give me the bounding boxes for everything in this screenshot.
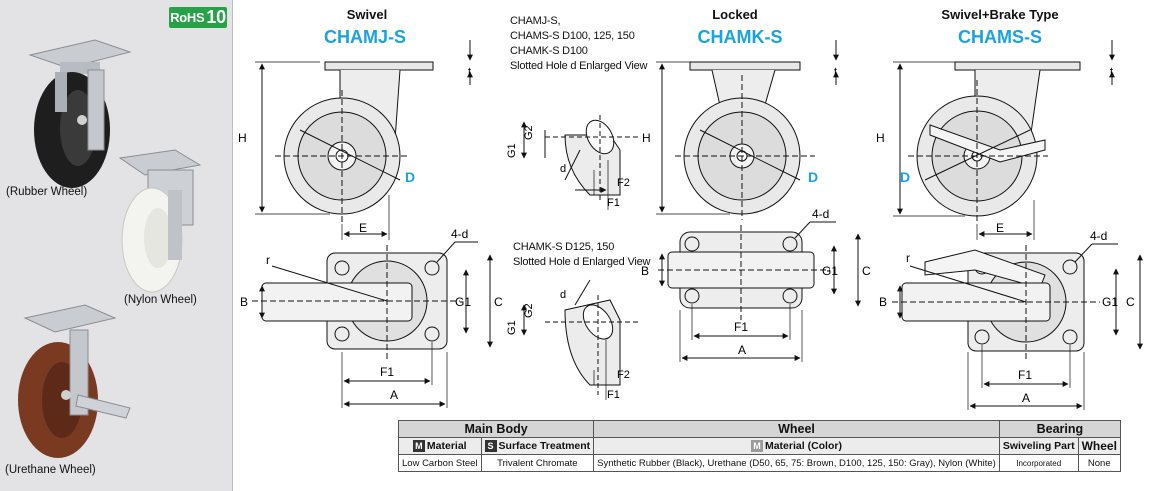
dim-g2-upper: G2 [523, 125, 535, 140]
swivel-model: CHAMJ-S [323, 27, 406, 47]
dim-h-locked: H [642, 131, 651, 145]
brake-side-view [893, 40, 1115, 240]
wheel-header: Wheel [593, 420, 1000, 438]
locked-heading: Locked [712, 7, 758, 22]
rohs-label: RoHS [170, 10, 205, 25]
slot-note-line: Slotted Hole d Enlarged View [513, 256, 651, 268]
surface-value: Trivalent Chromate [480, 454, 595, 472]
dim-f1-swivel: F1 [380, 365, 394, 379]
dim-f1-upper: F1 [607, 197, 620, 209]
dim-h-brake: H [876, 131, 885, 145]
bearing-header: Bearing [998, 420, 1121, 438]
dim-f2-lower: F2 [617, 369, 630, 381]
rubber-caster-image [28, 39, 132, 188]
dim-a-swivel: A [390, 388, 398, 402]
urethane-wheel-caption: (Urethane Wheel) [5, 464, 96, 476]
dim-f1-brake: F1 [1018, 368, 1032, 382]
dim-e-brake: E [996, 221, 1004, 235]
swivel-top-view [252, 241, 493, 408]
slot-detail-upper [521, 115, 640, 210]
dim-r-brake: r [906, 251, 910, 265]
locked-model: CHAMK-S [697, 27, 783, 47]
dim-t-brake: t [1110, 66, 1113, 78]
swiveling-subheader: Swiveling Part [998, 437, 1079, 455]
dim-c-swivel: C [494, 295, 503, 309]
dim-d-locked: D [808, 169, 818, 185]
slot-note-line: Slotted Hole d Enlarged View [510, 60, 648, 72]
dim-d-swivel: D [405, 169, 415, 185]
dim-hole-locked: 4-d [812, 207, 829, 221]
dim-d-upper: d [560, 163, 566, 175]
dim-f2-upper: F2 [617, 177, 630, 189]
dim-g1-upper: G1 [506, 143, 518, 158]
dim-g1-locked: G1 [822, 264, 838, 278]
dim-g1-brake: G1 [1102, 295, 1118, 309]
dim-t-locked: t [834, 66, 837, 78]
slot-note-line: CHAMK-S D125, 150 [513, 241, 615, 253]
dim-b-swivel: B [240, 295, 248, 309]
caster-photos [18, 39, 202, 458]
main-body-header: Main Body [397, 420, 595, 438]
dim-g2-lower: G2 [523, 303, 535, 318]
dim-t-swivel: t [468, 66, 471, 78]
dim-c-locked: C [862, 264, 871, 278]
dim-r-swivel: r [266, 253, 270, 267]
dim-g1-lower: G1 [506, 320, 518, 335]
surface-label: Surface Treatment [498, 439, 591, 452]
wheel-bearing-subheader: Wheel [1077, 437, 1121, 455]
dim-hole-brake: 4-d [1090, 229, 1107, 243]
dim-h-swivel: H [238, 131, 247, 145]
swivel-heading: Swivel [346, 7, 388, 22]
dim-e-swivel: E [359, 221, 367, 235]
wheel-material-value: Synthetic Rubber (Black), Urethane (D50,… [593, 454, 1000, 472]
m-icon: M [750, 440, 763, 453]
locked-top-view [658, 221, 861, 362]
dim-hole-swivel: 4-d [451, 227, 468, 241]
dim-d-lower: d [560, 289, 566, 301]
dim-f1-lower: F1 [607, 389, 620, 401]
swiveling-value: Incorporated [998, 454, 1079, 472]
m-icon: M [412, 440, 425, 453]
dim-f1-locked: F1 [734, 320, 748, 334]
material-label: Material [426, 439, 467, 452]
slot-note-line: CHAMJ-S, [510, 15, 561, 27]
nylon-caster-image [118, 149, 202, 293]
s-icon: S [484, 440, 497, 453]
dim-b-brake: B [879, 295, 887, 309]
dim-d-brake: D [900, 169, 910, 185]
slot-note-line: CHAMK-S D100 [510, 45, 588, 57]
wheel-bearing-value: None [1077, 454, 1121, 472]
dim-a-locked: A [738, 343, 746, 357]
swivel-side-view [255, 40, 473, 240]
slot-note-line: CHAMS-S D100, 125, 150 [510, 30, 635, 42]
dim-a-brake: A [1022, 391, 1030, 405]
brake-model: CHAMS-S [958, 27, 1042, 47]
nylon-wheel-caption: (Nylon Wheel) [124, 294, 197, 306]
dim-g1-swivel: G1 [455, 295, 471, 309]
slot-detail-lower [521, 279, 640, 400]
brake-heading: Swivel+Brake Type [941, 7, 1059, 22]
dim-c-brake: C [1126, 295, 1135, 309]
wheel-material-label: Material (Color) [764, 439, 842, 452]
material-value: Low Carbon Steel [398, 454, 482, 472]
slot-note-lower: CHAMK-S D125, 150 Slotted Hole d Enlarge… [513, 240, 650, 270]
rohs-number: 10 [206, 7, 226, 27]
locked-side-view [656, 40, 839, 220]
urethane-caster-image [18, 304, 131, 458]
slot-note-upper: CHAMJ-S, CHAMS-S D100, 125, 150 CHAMK-S … [510, 14, 647, 74]
rubber-wheel-caption: (Rubber Wheel) [6, 186, 88, 198]
dim-b-locked: B [641, 264, 649, 278]
brake-top-view [892, 243, 1143, 410]
